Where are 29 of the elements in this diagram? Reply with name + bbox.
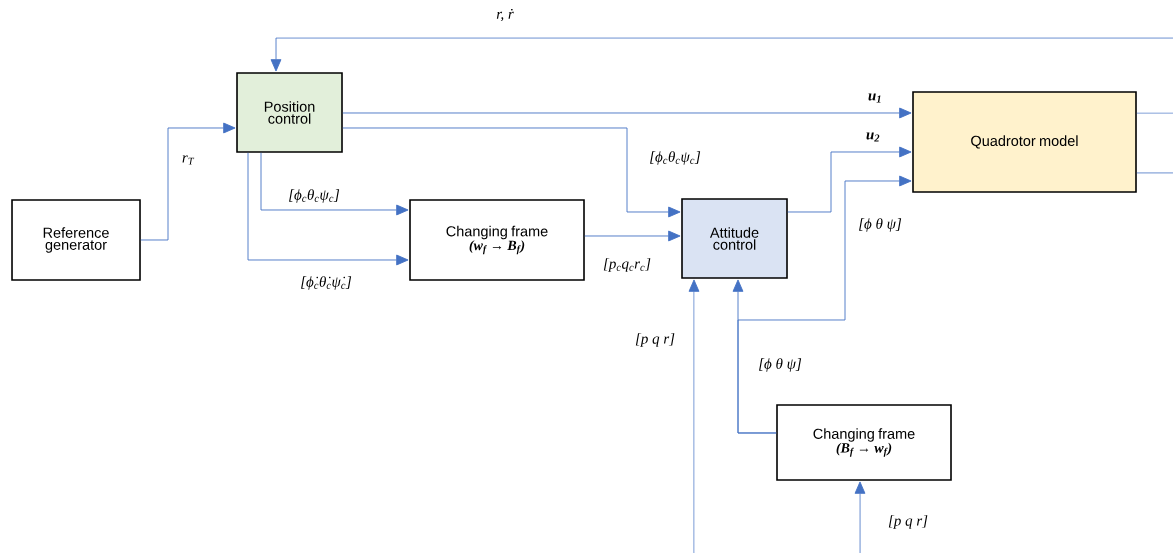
edge-label: u$_{2}$ bbox=[864, 131, 882, 143]
arrow bbox=[342, 127, 681, 218]
arrow bbox=[342, 107, 912, 119]
edge-label: [ϕ θ ψ] bbox=[757, 357, 803, 373]
arrow bbox=[247, 152, 409, 266]
process-box: Reference generator bbox=[11, 199, 141, 281]
process-box: Changing frame (w$_{f}$ → B$_{f}$) bbox=[409, 199, 585, 281]
edge-label: r, ṙ bbox=[495, 7, 515, 23]
edge-label: [p q r] bbox=[887, 514, 929, 530]
edge-label: [p q r] bbox=[634, 332, 676, 348]
arrow bbox=[737, 175, 912, 434]
arrow bbox=[787, 146, 912, 213]
process-box: Position control bbox=[236, 72, 343, 153]
process-box: Attitude control bbox=[681, 198, 788, 279]
edge-label: [ϕ̇$_{c}$θ̇$_{c}$ψ̇$_{c}$] bbox=[299, 275, 353, 291]
arrow bbox=[584, 230, 681, 242]
arrow bbox=[260, 152, 409, 216]
arrow bbox=[854, 481, 866, 553]
process-box: Changing frame (B$_{f}$ → w$_{f}$) bbox=[776, 404, 952, 481]
process-box: Quadrotor model bbox=[912, 91, 1137, 193]
edge-label: [ϕ$_{c}$θ$_{c}$ψ$_{c}$] bbox=[287, 188, 341, 204]
edge-label: [ϕ$_{c}$θ$_{c}$ψ$_{c}$] bbox=[648, 150, 702, 166]
arrow bbox=[688, 279, 700, 553]
arrow bbox=[140, 122, 236, 241]
edge-label: [p$_{c}$q$_{c}$r$_{c}$] bbox=[602, 257, 652, 273]
edge-label: [ϕ θ ψ] bbox=[857, 217, 903, 233]
arrow bbox=[270, 37, 1173, 72]
edge-label: u$_{1}$ bbox=[866, 92, 884, 104]
edge-label: r$_{T}$ bbox=[180, 154, 196, 166]
